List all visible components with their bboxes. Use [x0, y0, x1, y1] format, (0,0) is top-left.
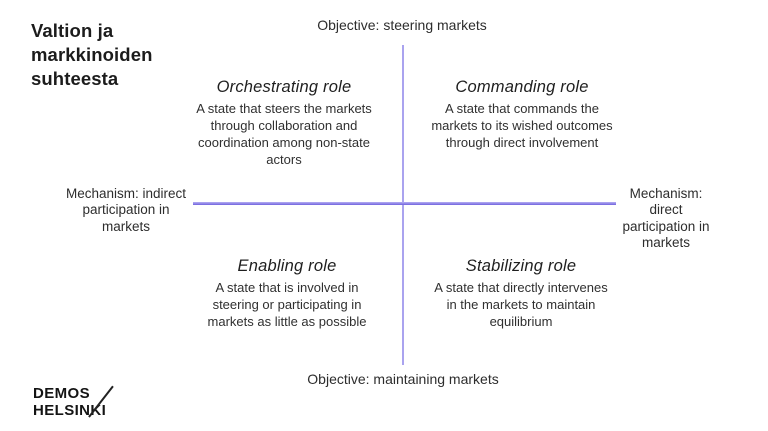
quadrant-commanding-role: Commanding role A state that commands th…	[402, 78, 642, 151]
quadrant-description: A state that directly intervenes in the …	[401, 279, 641, 330]
quadrant-stabilizing-role: Stabilizing role A state that directly i…	[401, 257, 641, 330]
quadrant-description: A state that steers the markets through …	[164, 100, 404, 169]
axis-label-right-line: Mechanism: direct	[629, 186, 703, 218]
description-line: markets as little as possible	[207, 314, 367, 330]
logo-line-demos: DEMOS	[33, 385, 91, 402]
axis-label-left-line: participation in	[82, 202, 170, 218]
quadrant-orchestrating-role: Orchestrating role A state that steers t…	[164, 78, 404, 169]
vertical-axis-line	[402, 45, 404, 365]
axis-label-right-mechanism: Mechanism: direct participation in marke…	[615, 186, 717, 252]
description-line: A state that commands the	[445, 101, 599, 116]
quadrant-title: Orchestrating role	[216, 78, 352, 96]
page-title: Valtion ja markkinoiden suhteesta	[31, 19, 216, 91]
description-line: through direct involvement	[445, 135, 599, 151]
quadrant-title: Commanding role	[455, 78, 589, 96]
description-line: A state that steers the markets	[196, 101, 372, 116]
axis-label-bottom-objective: Objective: maintaining markets	[307, 371, 499, 387]
description-line: steering or participating in	[212, 297, 362, 313]
description-line: A state that directly intervenes	[434, 280, 608, 295]
axis-label-right-line: participation in	[622, 218, 710, 234]
page-title-line: markkinoiden	[31, 44, 153, 66]
description-line: equilibrium	[489, 314, 553, 330]
axis-label-left-line: Mechanism: indirect	[65, 186, 187, 201]
quadrant-description: A state that is involved in steering or …	[167, 279, 407, 330]
page-title-line: Valtion ja	[31, 20, 114, 41]
axis-label-left-line: markets	[101, 218, 151, 234]
description-line: in the markets to maintain	[446, 297, 596, 313]
description-line: through collaboration and	[210, 118, 358, 134]
page-title-line: suhteesta	[31, 68, 119, 90]
axis-label-left-mechanism: Mechanism: indirect participation in mar…	[66, 186, 186, 235]
description-line: A state that is involved in	[215, 280, 359, 295]
logo-line-helsinki: HELSINKI	[33, 401, 107, 419]
quadrant-enabling-role: Enabling role A state that is involved i…	[167, 257, 407, 330]
description-line: coordination among non-state	[197, 135, 370, 151]
horizontal-axis-line	[193, 202, 616, 205]
description-line: actors	[266, 152, 302, 168]
description-line: markets to its wished outcomes	[431, 118, 613, 134]
axis-label-right-line: markets	[641, 235, 690, 251]
quadrant-title: Enabling role	[237, 257, 337, 275]
demos-helsinki-logo: DEMOS HELSINKI	[33, 385, 107, 419]
axis-label-top-objective: Objective: steering markets	[317, 17, 487, 33]
quadrant-title: Stabilizing role	[465, 257, 577, 275]
quadrant-description: A state that commands the markets to its…	[402, 100, 642, 151]
